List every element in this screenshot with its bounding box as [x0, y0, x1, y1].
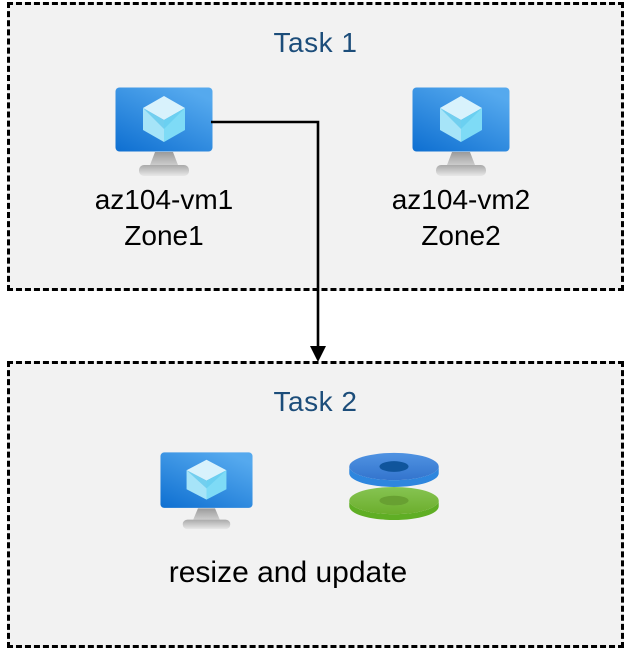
- virtual-machine-icon: [412, 87, 510, 177]
- task2-caption: resize and update: [168, 556, 408, 589]
- arrowhead-icon: [310, 346, 326, 362]
- vm2-name-label: az104-vm2: [391, 184, 531, 215]
- task2-title: Task 2: [273, 386, 358, 417]
- task1-box: Task 1 az104-vm1 Zone1 az104-vm2 Zone2: [7, 2, 624, 291]
- vm2-zone-label: Zone2: [421, 220, 501, 251]
- task2-box: Task 2 resize and update: [7, 361, 624, 648]
- virtual-machine-icon: [160, 452, 253, 530]
- disks-icon: [347, 450, 441, 520]
- vm-az104-vm2: az104-vm2 Zone2: [351, 87, 571, 254]
- vm1-zone-label: Zone1: [124, 220, 204, 251]
- vm1-name-label: az104-vm1: [94, 184, 234, 215]
- vm-az104-vm1: az104-vm1 Zone1: [54, 87, 274, 254]
- task1-title: Task 1: [273, 27, 358, 58]
- virtual-machine-icon: [115, 87, 213, 177]
